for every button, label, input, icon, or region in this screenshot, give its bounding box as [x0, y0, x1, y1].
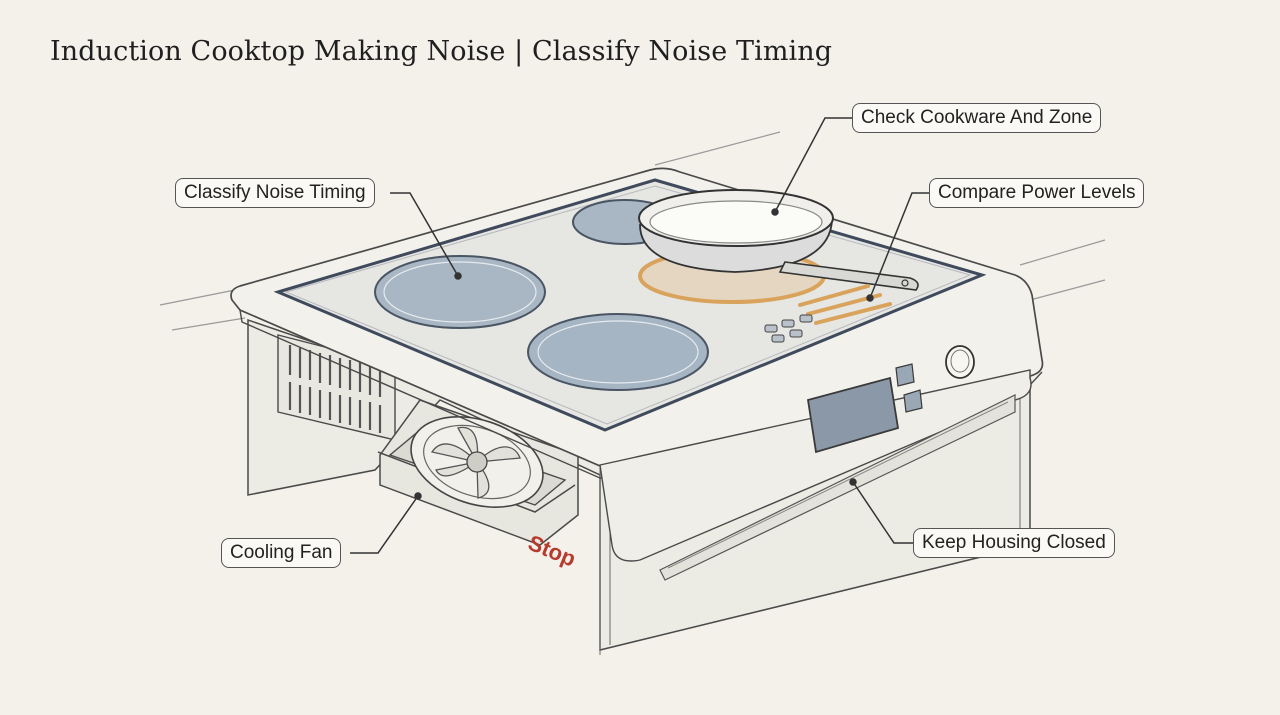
display-panel-icon	[806, 363, 923, 454]
frying-pan-icon	[638, 189, 919, 291]
burner-front	[527, 313, 709, 391]
burner-left	[374, 255, 546, 329]
callout-leaders	[350, 117, 930, 554]
callout-keep-housing: Keep Housing Closed	[913, 528, 1115, 558]
callout-check-cookware: Check Cookware And Zone	[852, 103, 1102, 133]
callout-cooling-fan: Cooling Fan	[221, 538, 342, 568]
callout-classify-noise: Classify Noise Timing	[175, 178, 375, 208]
control-knob-icon	[945, 345, 975, 379]
callout-compare-power: Compare Power Levels	[929, 178, 1145, 208]
cooling-fan-icon	[377, 399, 579, 546]
control-front-panel	[599, 369, 1032, 581]
power-level-bars	[764, 284, 892, 343]
page-title: Induction Cooktop Making Noise | Classif…	[50, 36, 833, 67]
countertop-lines	[159, 131, 1106, 331]
